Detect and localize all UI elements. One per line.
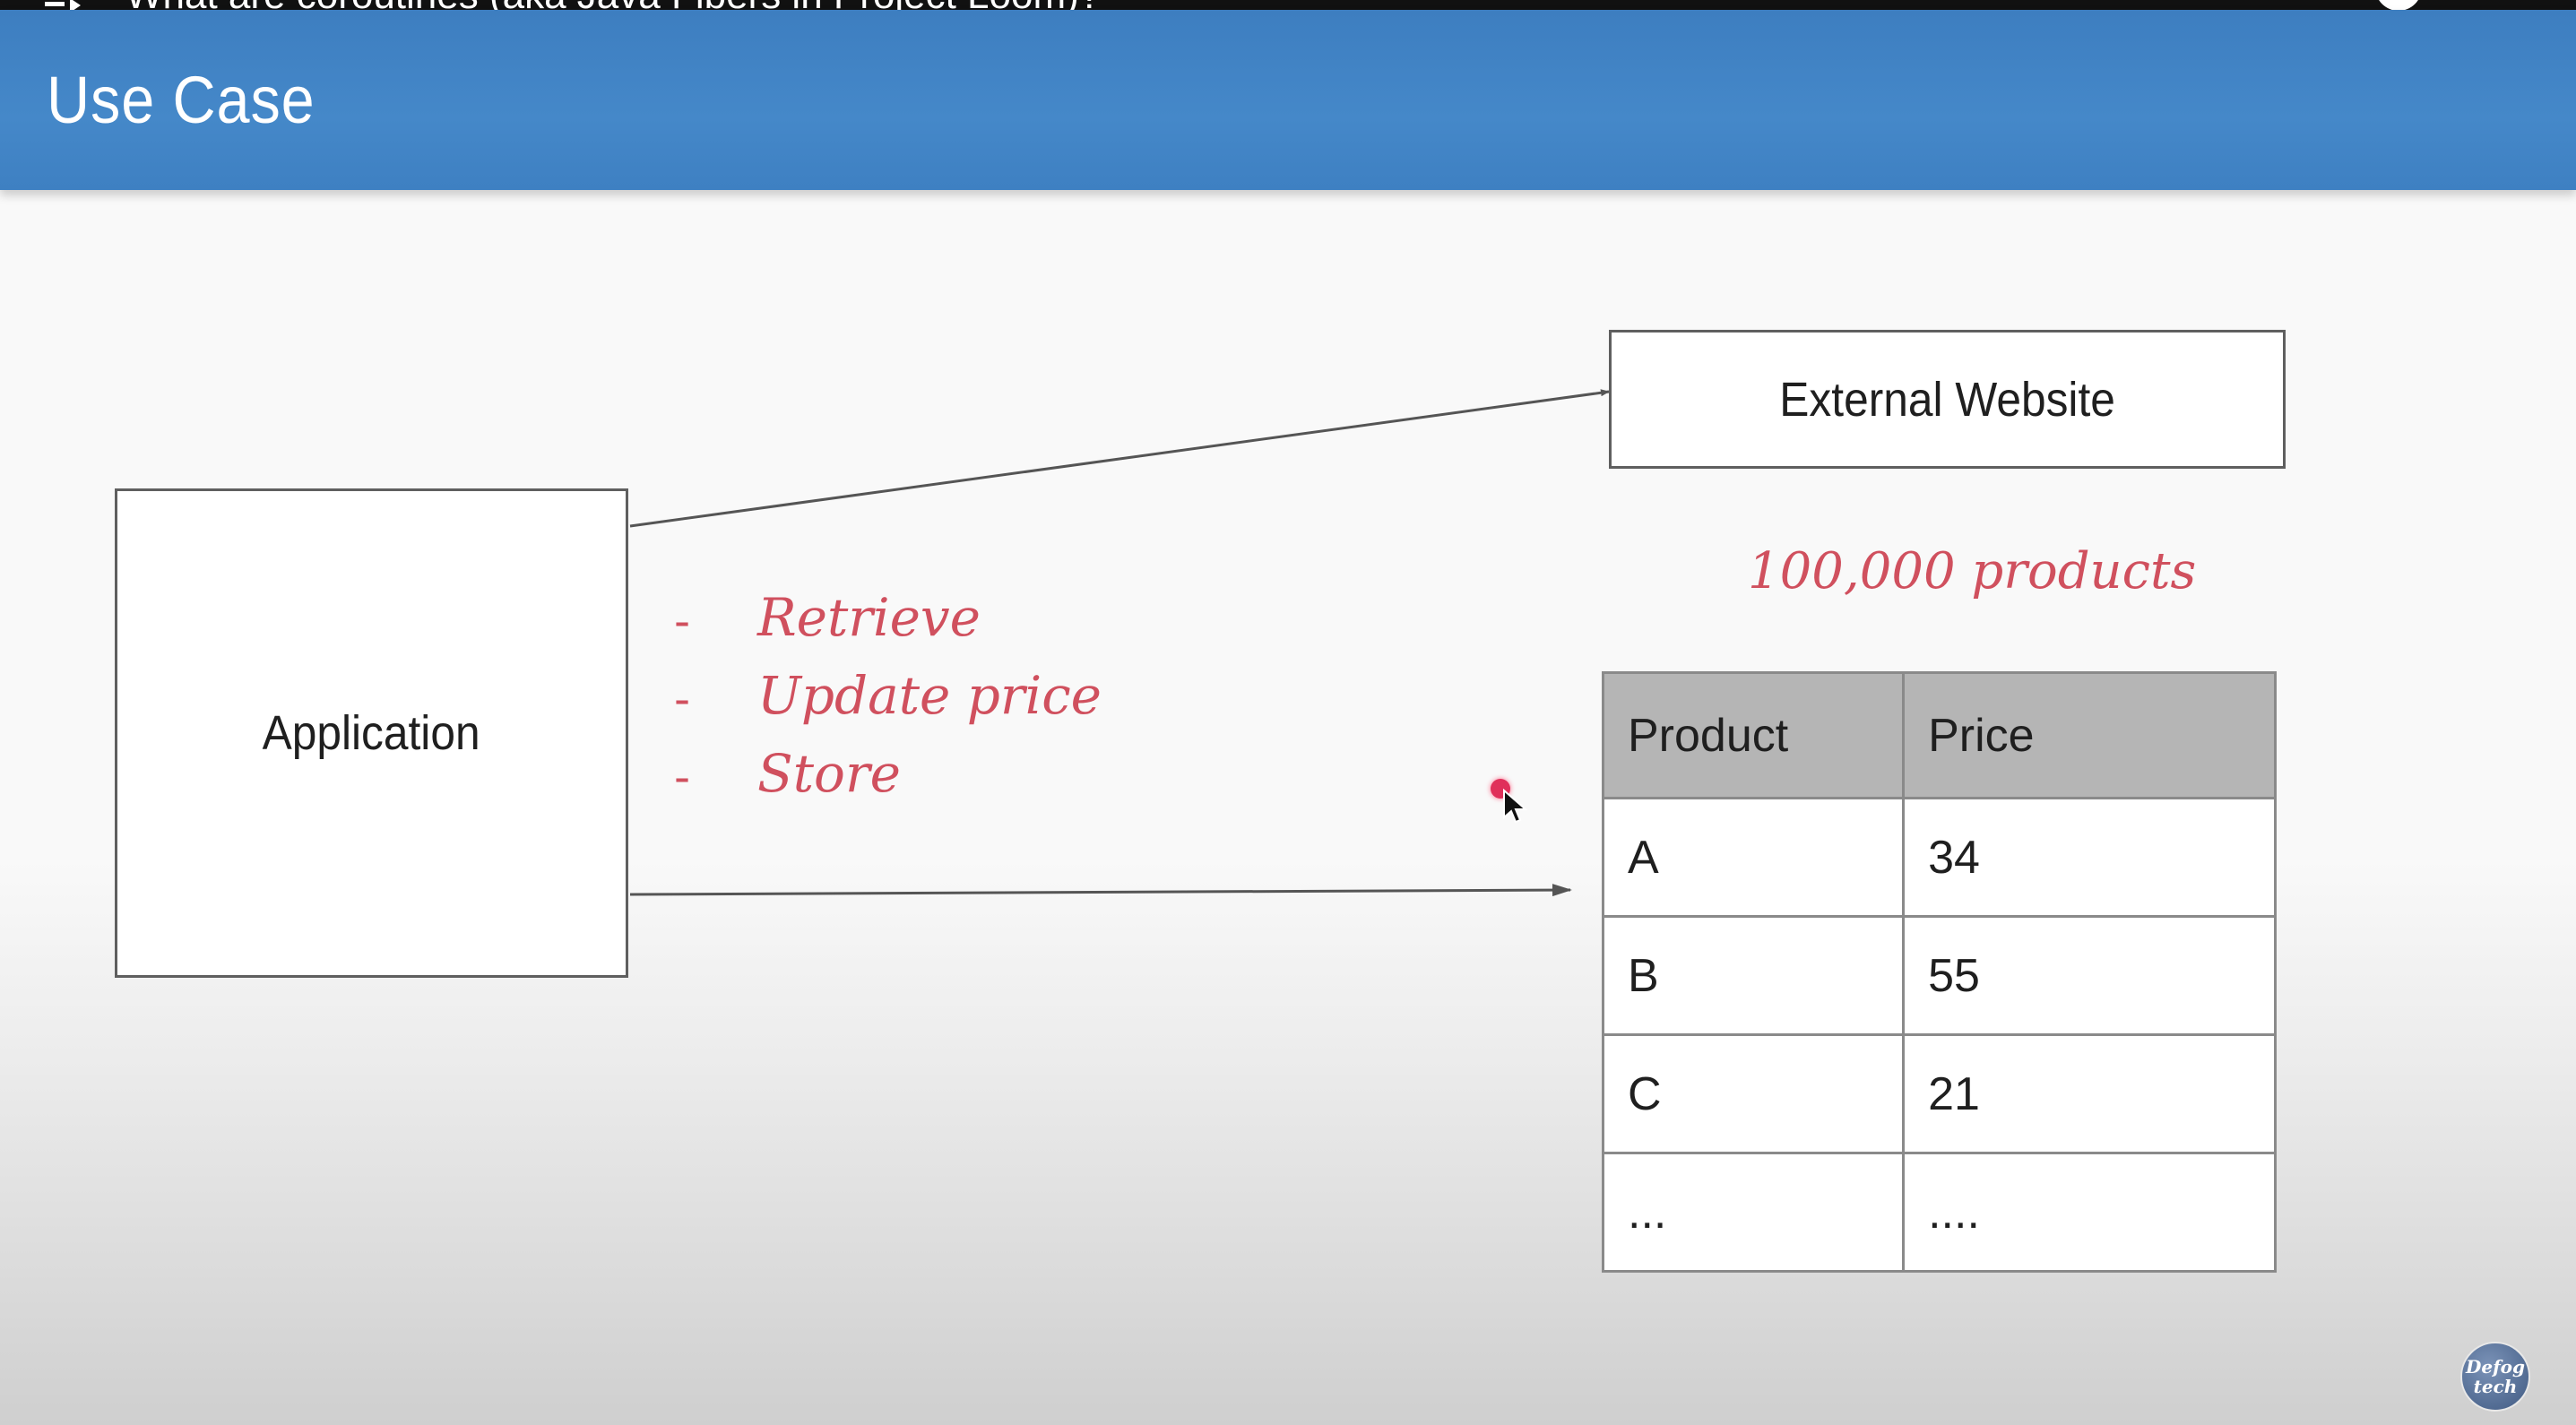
table-cell-product: A	[1601, 797, 1906, 918]
table-cell-price: 21	[1902, 1033, 2277, 1154]
list-dash: -	[674, 673, 691, 725]
application-box: Application	[115, 488, 628, 978]
action-update-price: Update price	[757, 665, 1102, 726]
channel-logo-line1: Defog	[2466, 1356, 2525, 1378]
arrow-to-product-table	[629, 884, 1572, 897]
table-cell-price: 34	[1902, 797, 2277, 918]
table-header-row: Product Price	[1601, 671, 2277, 799]
channel-logo[interactable]: Defog tech	[2460, 1342, 2530, 1412]
video-overlay-bar: What are coroutines (aka Java Fibers in …	[0, 0, 2576, 10]
application-label: Application	[262, 706, 481, 760]
table-row: A 34	[1601, 797, 2277, 918]
action-retrieve: Retrieve	[757, 587, 981, 648]
products-count-note: 100,000 products	[1748, 542, 2197, 600]
column-header-product: Product	[1601, 671, 1906, 799]
table-cell-product: B	[1601, 915, 1906, 1036]
external-website-box: External Website	[1609, 330, 2286, 469]
arrow-to-external-website	[629, 389, 1610, 528]
playlist-icon[interactable]	[43, 0, 82, 10]
watch-later-icon[interactable]	[2373, 0, 2418, 10]
cursor-icon	[1503, 789, 1528, 824]
slide-title: Use Case	[47, 63, 316, 137]
table-cell-product: ...	[1601, 1152, 1906, 1273]
external-website-label: External Website	[1779, 372, 2115, 427]
slide-header: Use Case	[0, 10, 2576, 190]
action-store: Store	[757, 743, 902, 804]
share-icon[interactable]	[2476, 0, 2515, 10]
table-cell-price: ....	[1902, 1152, 2277, 1273]
table-cell-price: 55	[1902, 915, 2277, 1036]
list-dash: -	[674, 751, 691, 803]
table-cell-product: C	[1601, 1033, 1906, 1154]
video-title[interactable]: What are coroutines (aka Java Fibers in …	[125, 0, 1101, 10]
table-row: ... ....	[1601, 1152, 2277, 1273]
channel-logo-line2: tech	[2473, 1376, 2518, 1397]
list-dash: -	[674, 595, 691, 647]
table-row: C 21	[1601, 1033, 2277, 1154]
column-header-price: Price	[1902, 671, 2277, 799]
product-price-table: Product Price A 34 B 55 C 21 ... ....	[1601, 671, 2277, 1273]
table-row: B 55	[1601, 915, 2277, 1036]
